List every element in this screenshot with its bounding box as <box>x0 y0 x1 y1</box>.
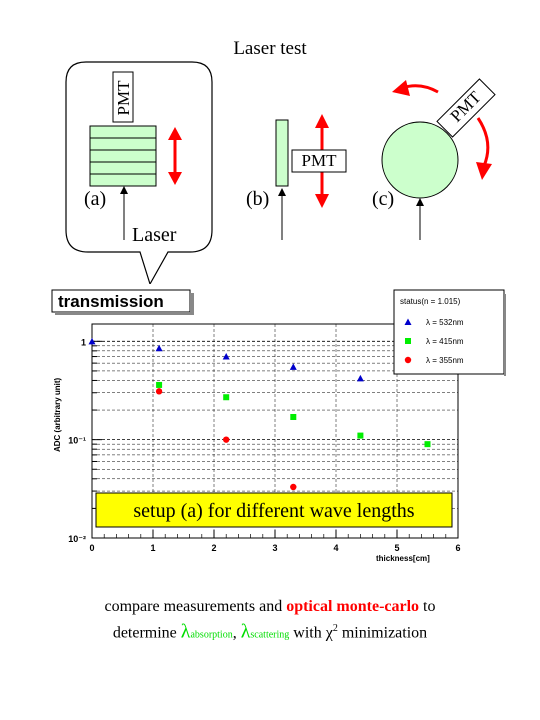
data-point-series-1 <box>424 441 431 448</box>
page-title: Laser test <box>233 38 307 59</box>
legend-marker-1 <box>405 338 411 344</box>
footer-line-1: compare measurements and optical monte-c… <box>0 596 540 618</box>
sample-c <box>381 121 459 199</box>
x-tick-label: 5 <box>394 543 399 553</box>
x-tick-label: 3 <box>272 543 277 553</box>
lambda-symbol-2: λ <box>240 620 251 643</box>
footer-text-b: to <box>419 598 436 615</box>
x-tick-label: 2 <box>211 543 216 553</box>
legend-title: status(n = 1.015) <box>400 297 461 306</box>
legend-label-0: λ = 532nm <box>426 318 464 327</box>
x-tick-label: 1 <box>150 543 155 553</box>
layer-stack <box>89 125 157 187</box>
annotation-banner <box>95 492 453 528</box>
footer-text-c: determine <box>112 624 181 642</box>
annotation-text: setup (a) for different wave lengths <box>133 500 414 522</box>
setup-c-label: (c) <box>372 188 395 210</box>
data-point-series-1 <box>357 432 364 439</box>
legend-marker-0 <box>404 318 412 325</box>
data-points <box>88 337 431 491</box>
data-point-series-0 <box>356 374 364 382</box>
data-point-series-0 <box>289 363 297 370</box>
sample-b <box>275 119 289 187</box>
footer-text-a: compare measurements and <box>104 598 287 615</box>
legend-label-2: λ = 355nm <box>426 356 464 365</box>
chart-title: transmission <box>58 292 164 311</box>
y-tick-label: 10⁻¹ <box>68 436 86 446</box>
y-axis-label: ADC (arbitrary unit) <box>53 377 62 452</box>
footer-text: compare measurements and optical monte-c… <box>0 596 540 646</box>
data-point-series-2 <box>155 388 163 395</box>
setup-b-label: (b) <box>246 188 270 210</box>
grid-lines <box>92 324 458 539</box>
x-tick-label: 0 <box>89 543 94 553</box>
data-point-series-1 <box>290 413 297 420</box>
footer-text-e: minimization <box>337 624 428 642</box>
x-axis-label: thickness[cm] <box>376 554 430 563</box>
y-tick-label: 10⁻² <box>68 534 86 544</box>
data-point-series-0 <box>155 344 163 352</box>
lambda-symbol-1: λ <box>180 620 191 643</box>
footer-text-d: with <box>289 624 326 642</box>
subscript-scattering: scattering <box>250 629 290 641</box>
setup-a-label: (a) <box>84 188 107 210</box>
chi-symbol: χ <box>325 624 333 642</box>
pmt-label-a: PMT <box>114 78 134 118</box>
legend-label-1: λ = 415nm <box>426 337 464 346</box>
data-point-series-1 <box>223 394 230 401</box>
x-tick-label: 6 <box>455 543 460 553</box>
data-point-series-2 <box>223 436 230 443</box>
data-point-series-0 <box>88 337 96 345</box>
data-point-series-0 <box>222 353 230 360</box>
superscript-2: 2 <box>332 623 338 634</box>
subscript-absorption: absorption <box>190 629 233 641</box>
move-arrow-a <box>168 127 182 185</box>
transmission-chart: 0 1 2 3 4 5 6 1 10⁻¹ 10⁻² transmission status(n =… <box>48 284 506 566</box>
pmt-box-b <box>291 149 347 173</box>
footer-highlight: optical monte-carlo <box>286 598 420 615</box>
legend: λ = 532nm λ = 415nm λ = 355nm <box>404 318 464 365</box>
x-tick-label: 4 <box>333 543 338 553</box>
data-point-series-1 <box>156 381 163 388</box>
setup-diagram <box>65 61 496 286</box>
laser-label: Laser <box>132 224 177 246</box>
footer-line-2: determine λabsorption, λscattering with … <box>0 618 540 646</box>
y-tick-label: 1 <box>81 337 86 347</box>
footer-comma: , <box>232 624 241 642</box>
pmt-box-c <box>436 78 496 138</box>
rotate-arrow-right <box>476 117 490 167</box>
data-point-series-2 <box>290 483 297 491</box>
pmt-label-b: PMT <box>301 151 337 170</box>
pmt-box-a <box>112 71 134 123</box>
pmt-label-a-text: PMT <box>114 80 133 116</box>
legend-marker-2 <box>404 356 412 364</box>
